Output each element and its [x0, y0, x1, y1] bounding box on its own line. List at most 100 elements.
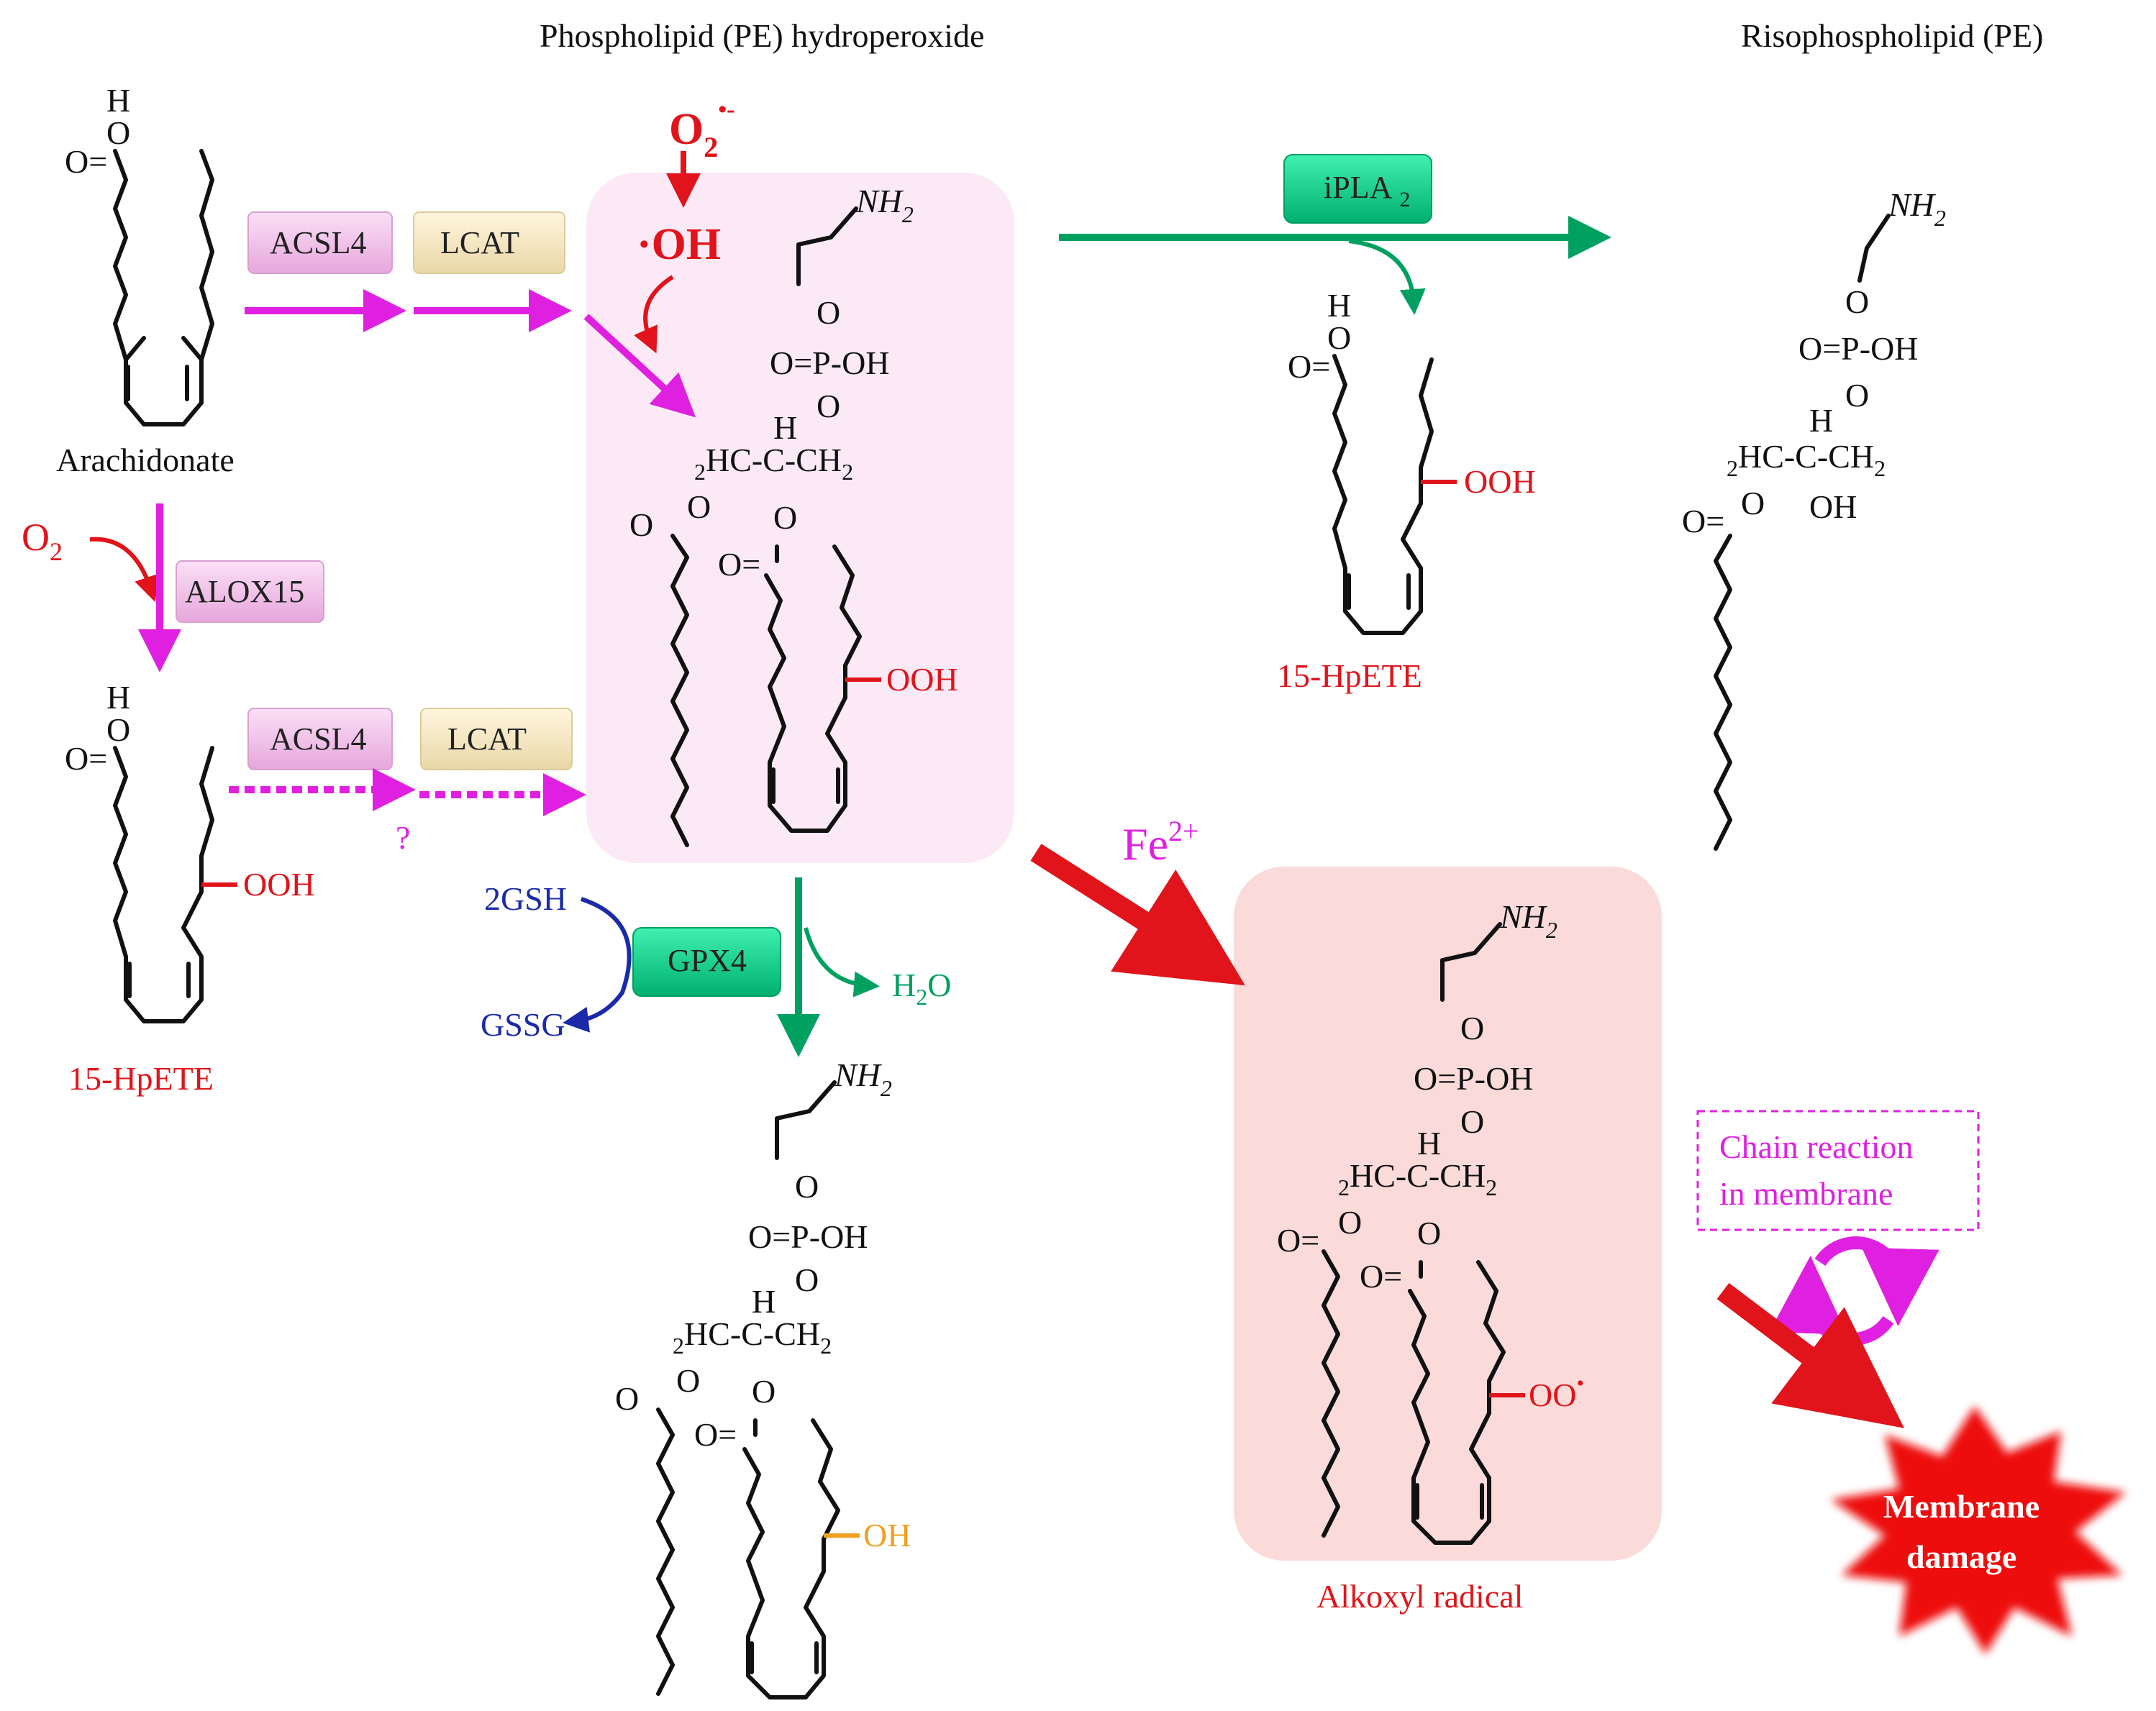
- hpete-left-label: 15-HpETE: [68, 1060, 214, 1097]
- pe-alcohol-structure: NH2 O O=P-OH O H 2HC-C-CH2 O O O O=: [615, 1057, 892, 1699]
- svg-text:O=: O=: [65, 143, 107, 180]
- svg-text:O: O: [1338, 1204, 1362, 1241]
- svg-text:O: O: [106, 711, 130, 748]
- svg-text:ALOX15: ALOX15: [185, 574, 304, 609]
- lysophospholipid-title: Risophospholipid (PE): [1741, 17, 2043, 54]
- gsh-label: 2GSH: [484, 880, 567, 917]
- chain-reaction-box: [1696, 1110, 1980, 1231]
- svg-text:O: O: [817, 388, 840, 424]
- svg-text:O=P-OH: O=P-OH: [1414, 1060, 1534, 1097]
- water-release-arrow: [804, 927, 880, 998]
- arachidonate-label: Arachidonate: [56, 442, 235, 478]
- gsh-to-gssg-arrow: [563, 897, 632, 1033]
- question-mark: ?: [396, 819, 410, 856]
- hpete-right-structure: H O O=: [1288, 287, 1434, 635]
- hydroperoxide-title: Phospholipid (PE) hydroperoxide: [540, 17, 984, 54]
- svg-text:O=: O=: [65, 740, 107, 777]
- svg-text:O: O: [106, 114, 130, 151]
- arachidonate-structure: H O O=: [65, 82, 214, 426]
- svg-text:LCAT: LCAT: [440, 225, 519, 260]
- arrow-pe-to-alkoxyl: [1030, 844, 1245, 986]
- svg-text:O: O: [1460, 1103, 1484, 1140]
- hydroxyl-label: ·OH: [637, 220, 721, 269]
- hpete-right-ooh: OOH: [1464, 463, 1536, 500]
- svg-text:O=P-OH: O=P-OH: [748, 1218, 868, 1255]
- svg-text:H: H: [106, 82, 130, 119]
- arrow-to-membrane-damage: [1716, 1282, 1904, 1428]
- svg-text:O: O: [629, 506, 653, 543]
- svg-text:O: O: [1327, 319, 1351, 356]
- chain-reaction-line2: in membrane: [1719, 1175, 1893, 1212]
- chain-reaction-line1: Chain reaction: [1719, 1128, 1914, 1165]
- lcat-bottom-enzyme: LCAT: [420, 708, 573, 770]
- ipla2-release-arrow: [1348, 239, 1426, 315]
- svg-text:2HC-C-CH2: 2HC-C-CH2: [1727, 438, 1886, 481]
- acsl4-top-enzyme: ACSL4: [247, 211, 393, 274]
- alkoxyl-oo-label: OO•: [1529, 1372, 1584, 1413]
- svg-text:NH2: NH2: [1499, 898, 1557, 943]
- svg-text:NH2: NH2: [855, 183, 914, 227]
- svg-text:O=: O=: [718, 546, 760, 583]
- hpete-left-structure: H O O=: [65, 679, 214, 1023]
- svg-text:2HC-C-CH2: 2HC-C-CH2: [673, 1315, 832, 1359]
- svg-text:O: O: [615, 1380, 639, 1417]
- svg-text:2HC-C-CH2: 2HC-C-CH2: [694, 442, 853, 485]
- o2-left-label: O2: [22, 516, 63, 566]
- hydroperoxide-box: [586, 173, 1014, 863]
- svg-text:O=: O=: [1277, 1222, 1319, 1259]
- svg-text:O: O: [795, 1261, 819, 1298]
- svg-text:O: O: [1460, 1010, 1484, 1046]
- gpx4-enzyme: GPX4: [632, 927, 781, 997]
- lysophospholipid-structure: NH2 O O=P-OH O H 2HC-C-CH2 O OH O=: [1682, 186, 1946, 851]
- svg-text:ACSL4: ACSL4: [270, 721, 366, 757]
- pe-ooh-label: OOH: [886, 661, 958, 698]
- membrane-damage-line1: Membrane: [1883, 1488, 2039, 1525]
- svg-text:O=: O=: [1682, 503, 1724, 539]
- superoxide-label: O2•-: [669, 96, 734, 163]
- svg-text:O: O: [1845, 377, 1869, 414]
- svg-text:O: O: [817, 294, 840, 331]
- iron-label: Fe2+: [1122, 815, 1199, 870]
- svg-text:O=P-OH: O=P-OH: [1798, 330, 1919, 367]
- svg-text:O=: O=: [1288, 348, 1330, 385]
- hpete-right-label: 15-HpETE: [1277, 657, 1422, 694]
- alkoxyl-radical-structure: NH2 O O=P-OH O H 2HC-C-CH2 O O O= O=: [1277, 898, 1557, 1545]
- svg-text:O: O: [1417, 1215, 1441, 1251]
- lcat-top-enzyme: LCAT: [413, 211, 565, 274]
- hpete-left-ooh: OOH: [243, 866, 315, 903]
- svg-text:O=: O=: [1360, 1258, 1402, 1295]
- svg-text:O: O: [752, 1373, 775, 1410]
- pe-oh-label: OH: [863, 1517, 911, 1553]
- svg-text:O=P-OH: O=P-OH: [770, 345, 890, 381]
- pe-hydroperoxide-structure: NH2 O O=P-OH O H 2HC-C-CH2 O O O O=: [629, 183, 914, 847]
- o2-to-alox15-arrow: [89, 537, 160, 603]
- hydroxyl-to-pe-arrow: [634, 275, 674, 354]
- cycle-icon: [1769, 1236, 1939, 1346]
- arrow-lcat-hydroperoxide: [583, 314, 696, 418]
- svg-text:H: H: [752, 1283, 775, 1320]
- svg-text:GPX4: GPX4: [668, 943, 747, 978]
- alkoxyl-radical-box: [1234, 867, 1662, 1561]
- svg-text:H: H: [1417, 1125, 1441, 1162]
- svg-text:NH2: NH2: [834, 1057, 892, 1101]
- alox15-enzyme: ALOX15: [176, 560, 324, 623]
- svg-text:O: O: [687, 488, 711, 525]
- svg-text:O: O: [1741, 485, 1765, 521]
- svg-text:LCAT: LCAT: [447, 721, 527, 757]
- svg-text:H: H: [1327, 287, 1351, 324]
- svg-text:H: H: [106, 679, 130, 716]
- gssg-label: GSSG: [481, 1006, 565, 1043]
- svg-text:O: O: [676, 1362, 700, 1399]
- svg-text:O: O: [795, 1168, 819, 1205]
- svg-text:NH2: NH2: [1888, 186, 1946, 231]
- svg-text:2HC-C-CH2: 2HC-C-CH2: [1338, 1157, 1497, 1200]
- acsl4-bottom-enzyme: ACSL4: [247, 708, 393, 770]
- svg-text:O: O: [773, 499, 797, 536]
- membrane-damage-line2: damage: [1906, 1538, 2016, 1575]
- svg-text:H: H: [1809, 402, 1833, 439]
- svg-text:OH: OH: [1809, 488, 1857, 525]
- svg-text:H: H: [773, 409, 797, 446]
